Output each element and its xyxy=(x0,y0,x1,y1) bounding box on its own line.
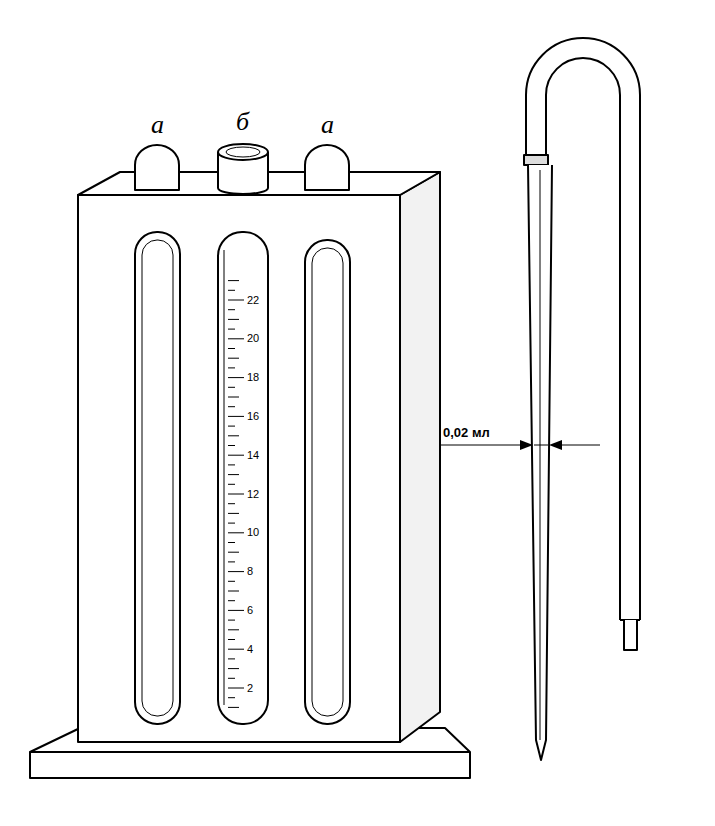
scale-tick xyxy=(228,610,244,611)
stand-front xyxy=(78,195,400,742)
scale-number: 22 xyxy=(247,295,259,306)
scale-tick xyxy=(228,435,239,436)
scale-tick xyxy=(228,426,235,427)
scale-number: 2 xyxy=(247,683,253,694)
part-letter: б xyxy=(236,109,249,135)
part-letter: а xyxy=(151,112,164,138)
scale-tick xyxy=(228,600,235,601)
scale-tick xyxy=(228,474,239,475)
scale-tick xyxy=(228,707,239,708)
middle-tube-inner xyxy=(226,147,260,157)
arrowhead xyxy=(549,440,562,450)
scale-tick xyxy=(228,445,235,446)
volume-label: 0,02 мл xyxy=(442,426,491,439)
scale-tick xyxy=(228,503,235,504)
scale-tick xyxy=(228,552,239,553)
dimension-line xyxy=(440,445,530,446)
scale-tick xyxy=(228,484,235,485)
scale-tick xyxy=(228,319,239,320)
rubber-tube-inner xyxy=(546,58,620,620)
scale-tick xyxy=(228,591,239,592)
scale-tick xyxy=(228,542,235,543)
scale-tick xyxy=(228,300,244,301)
scale-number: 8 xyxy=(247,566,253,577)
scale-tick xyxy=(228,387,235,388)
scale-tick xyxy=(228,464,235,465)
scale-tick xyxy=(228,523,235,524)
scale-tick xyxy=(228,309,235,310)
scale-tick xyxy=(228,377,244,378)
scale-tick xyxy=(228,639,235,640)
scale-number: 12 xyxy=(247,489,259,500)
scale-tick xyxy=(228,348,235,349)
scale-tick xyxy=(228,678,235,679)
stand-side xyxy=(400,172,440,742)
scale-tick xyxy=(228,280,239,281)
scale-tick xyxy=(228,338,244,339)
scale-tick xyxy=(228,658,235,659)
scale-tick xyxy=(228,532,244,533)
scale-ticks xyxy=(228,281,244,708)
scale-tick xyxy=(228,397,239,398)
left-window xyxy=(135,232,180,724)
left-tube xyxy=(142,240,173,716)
scale-tick xyxy=(228,629,239,630)
scale-tick xyxy=(228,688,244,689)
scale-tick xyxy=(228,668,239,669)
scale-number: 10 xyxy=(247,527,259,538)
scale-tick xyxy=(228,329,235,330)
mouthpiece xyxy=(624,620,637,650)
right-cap xyxy=(305,145,349,190)
scale-number: 18 xyxy=(247,372,259,383)
scale-tick xyxy=(228,358,239,359)
scale-tick xyxy=(228,455,244,456)
scale-number: 20 xyxy=(247,333,259,344)
scale-tick xyxy=(228,406,235,407)
left-cap xyxy=(135,145,179,190)
scale-tick xyxy=(228,561,235,562)
scale-tick xyxy=(228,649,244,650)
joint xyxy=(524,155,548,165)
middle-tube-opening xyxy=(218,144,268,160)
scale-number: 6 xyxy=(247,605,253,616)
base-edge xyxy=(30,751,470,753)
right-window xyxy=(305,240,350,724)
pipette-mark xyxy=(534,445,548,446)
right-tube xyxy=(312,248,343,716)
pipette-glass xyxy=(528,165,552,760)
scale-tick xyxy=(228,571,244,572)
scale-tick xyxy=(228,620,235,621)
scale-tick xyxy=(228,697,235,698)
arrowhead xyxy=(520,440,533,450)
middle-window xyxy=(218,232,268,724)
middle-tube-wall xyxy=(224,250,225,705)
scale-tick xyxy=(228,290,235,291)
scale-tick xyxy=(228,494,244,495)
scale-number: 14 xyxy=(247,450,259,461)
scale-tick xyxy=(228,581,235,582)
scale-tick xyxy=(228,513,239,514)
scale-number: 16 xyxy=(247,411,259,422)
scale-number: 4 xyxy=(247,644,253,655)
scale-tick xyxy=(228,367,235,368)
scale-tick xyxy=(228,416,244,417)
part-letter: а xyxy=(321,112,334,138)
pipette-bore xyxy=(540,170,541,740)
